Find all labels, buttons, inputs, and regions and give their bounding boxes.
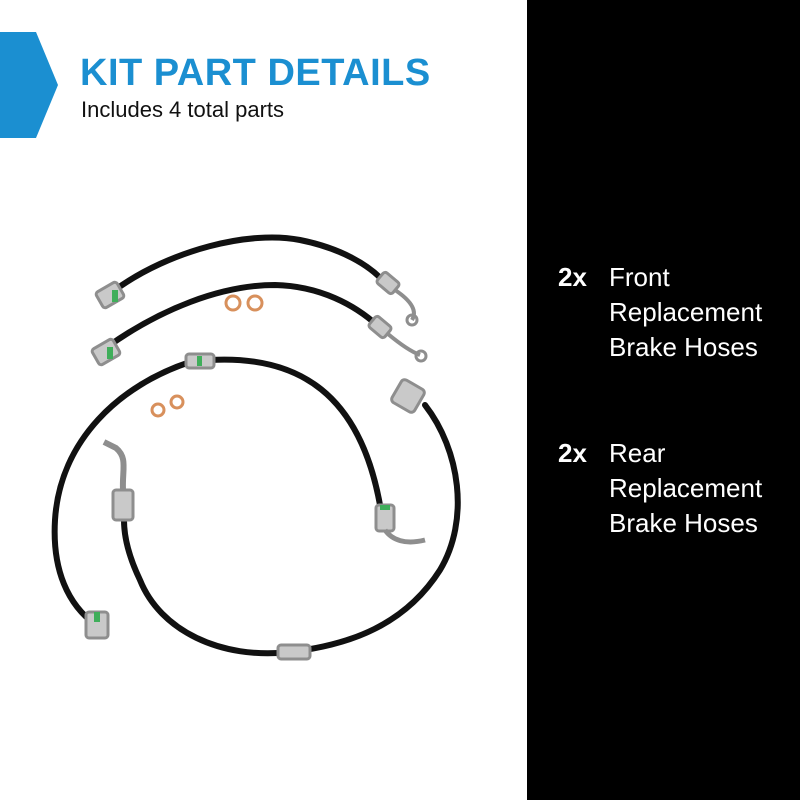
part-qty: 2x	[558, 438, 587, 468]
chevron-icon	[0, 32, 58, 138]
left-panel: KIT PART DETAILS Includes 4 total parts	[0, 32, 461, 661]
page-title: KIT PART DETAILS	[80, 52, 431, 94]
brake-hose-kit-icon	[51, 234, 461, 661]
part-description: Rear Replacement Brake Hoses	[609, 438, 763, 538]
right-panel	[527, 0, 800, 800]
part-qty: 2x	[558, 262, 587, 292]
page-subtitle: Includes 4 total parts	[81, 97, 285, 122]
part-description: Front Replacement Brake Hoses	[609, 262, 763, 362]
